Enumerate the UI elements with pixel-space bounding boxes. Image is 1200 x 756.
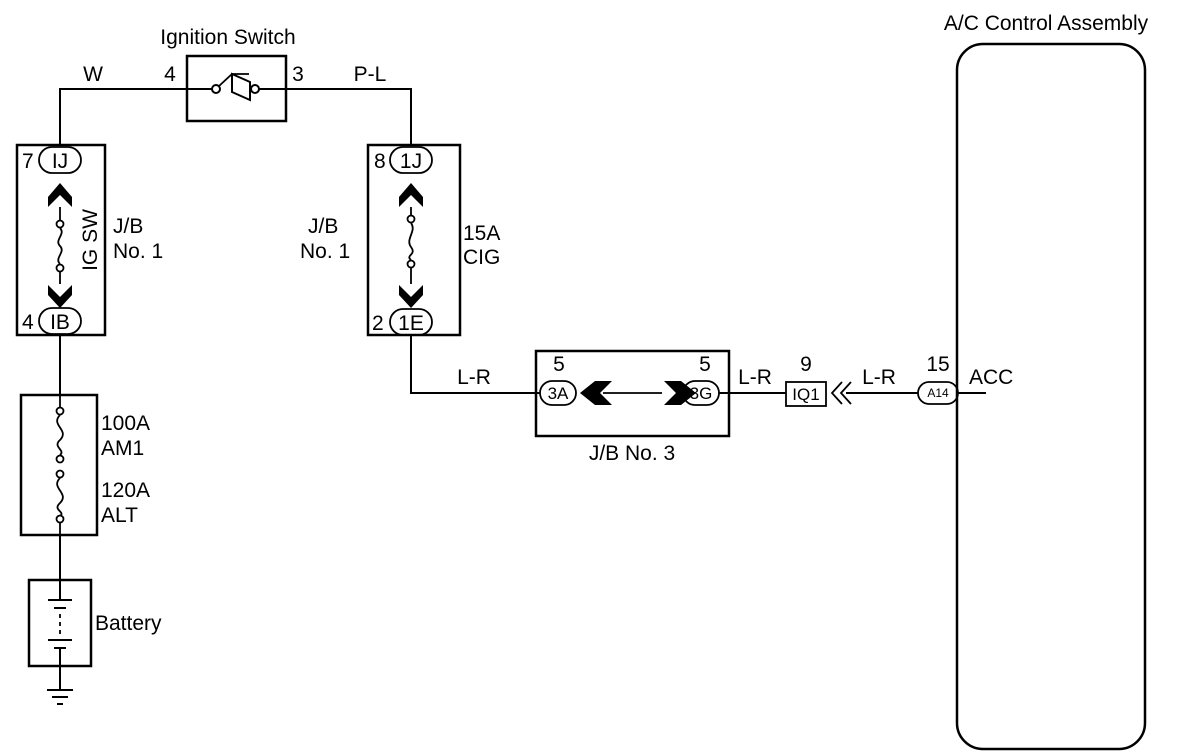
connector-a14 bbox=[917, 381, 959, 405]
connector-ib-label: IB bbox=[50, 311, 70, 334]
battery bbox=[27, 578, 93, 668]
iq1-box bbox=[785, 381, 827, 407]
fuse-ig-sw-label: IG SW bbox=[79, 209, 102, 271]
connector-3a-label: 3A bbox=[548, 384, 569, 403]
iq1-pin: 9 bbox=[800, 353, 812, 376]
connector-1j bbox=[389, 146, 433, 174]
connector-1e bbox=[389, 308, 433, 336]
iq1-label: IQ1 bbox=[792, 385, 819, 404]
connector-arrow-right-icon bbox=[664, 381, 696, 405]
jb1-right-label-1: J/B bbox=[308, 215, 338, 238]
wire-p-l bbox=[258, 88, 412, 145]
fuse-am1-name: AM1 bbox=[101, 437, 144, 460]
jb1-right-label-2: No. 1 bbox=[300, 240, 350, 263]
wire-color-w: W bbox=[83, 63, 103, 86]
jb1-right-bottom-pin: 2 bbox=[372, 312, 384, 335]
ac-pin-15: 15 bbox=[926, 353, 949, 376]
fusible-link-alt-icon bbox=[56, 477, 64, 517]
battery-label: Battery bbox=[95, 612, 162, 635]
connector-arrow-left-icon bbox=[580, 381, 612, 405]
ac-control-box bbox=[955, 42, 1147, 751]
fuse-terminal-icon bbox=[406, 259, 416, 269]
wire-color-l-r-3: L-R bbox=[862, 366, 896, 389]
connector-ij bbox=[38, 146, 82, 174]
ignition-pin-3: 3 bbox=[292, 63, 304, 86]
jb3-right-pin: 5 bbox=[699, 353, 711, 376]
switch-arm-icon bbox=[231, 72, 251, 102]
wire-color-l-r-2: L-R bbox=[738, 366, 772, 389]
ac-control-assembly: A/C Control Assembly 15 A14 ACC bbox=[917, 12, 1149, 751]
switch-contact-icon bbox=[211, 84, 221, 94]
connector-arrow-up-icon bbox=[399, 183, 423, 207]
fuse-alt-amp: 120A bbox=[101, 479, 150, 502]
iq1-chevron-icon bbox=[830, 381, 843, 405]
fuse-cig-name: CIG bbox=[463, 246, 500, 269]
connector-iq1: 9 IQ1 bbox=[785, 353, 852, 407]
connector-ib bbox=[38, 307, 82, 335]
fusible-links bbox=[19, 393, 99, 537]
fuse-terminal-icon bbox=[55, 469, 65, 479]
fuse-cig-amp: 15A bbox=[463, 222, 500, 245]
ground-icon bbox=[47, 689, 73, 705]
fuse-terminal-icon bbox=[55, 263, 65, 273]
jb1-left-label-1: J/B bbox=[113, 215, 143, 238]
acc-terminal-label: ACC bbox=[969, 366, 1013, 389]
jb3-box bbox=[534, 349, 731, 438]
ignition-switch-label: Ignition Switch bbox=[160, 26, 295, 49]
jb3-left-pin: 5 bbox=[553, 353, 565, 376]
fuse-terminal-icon bbox=[55, 514, 65, 524]
jb1-left-top-pin: 7 bbox=[22, 150, 34, 173]
connector-arrow-down-icon bbox=[48, 285, 72, 308]
connector-1j-label: 1J bbox=[400, 150, 422, 173]
fuse-terminal-icon bbox=[55, 406, 65, 416]
switch-contact-icon bbox=[250, 84, 260, 94]
fuse-terminal-icon bbox=[55, 219, 65, 229]
fuse-icon bbox=[57, 227, 63, 265]
jb3-label: J/B No. 3 bbox=[589, 442, 675, 465]
fuse-am1-amp: 100A bbox=[101, 412, 150, 435]
fuse-alt-name: ALT bbox=[101, 504, 138, 527]
jb1-right-top-pin: 8 bbox=[374, 150, 386, 173]
connector-arrow-up-icon bbox=[48, 183, 72, 207]
connector-3g-label: 3G bbox=[690, 384, 713, 403]
jb1-cig: 8 1J 2 1E bbox=[366, 143, 462, 337]
wire-l-r-1 bbox=[410, 336, 540, 394]
connector-1e-label: 1E bbox=[398, 312, 424, 335]
wire-w bbox=[59, 88, 213, 145]
fusible-link-am1-icon bbox=[56, 414, 64, 456]
ignition-switch-box bbox=[185, 54, 288, 123]
ac-control-label: A/C Control Assembly bbox=[944, 12, 1149, 35]
iq1-chevron-icon bbox=[839, 381, 852, 405]
wires bbox=[59, 88, 986, 690]
wire-color-l-r-1: L-R bbox=[457, 366, 491, 389]
fuse-icon bbox=[408, 222, 414, 261]
fuse-terminal-icon bbox=[55, 454, 65, 464]
wire-color-p-l: P-L bbox=[354, 63, 387, 86]
connector-3g bbox=[682, 380, 720, 406]
ignition-pin-4: 4 bbox=[164, 63, 176, 86]
jb1-left-bottom-pin: 4 bbox=[22, 311, 34, 334]
jb1-left-label-2: No. 1 bbox=[113, 240, 163, 263]
connector-ij-label: IJ bbox=[52, 150, 68, 173]
jb3: 5 3A 5 3G bbox=[534, 349, 731, 438]
connector-arrow-down-icon bbox=[399, 285, 423, 308]
ignition-switch: Ignition Switch 4 3 bbox=[160, 26, 304, 123]
fusible-link-box bbox=[19, 393, 99, 537]
connector-3a bbox=[539, 380, 577, 406]
fuse-terminal-icon bbox=[406, 214, 416, 224]
jb1-left-box bbox=[15, 143, 107, 337]
jb1-igsw: 7 IJ 4 IB IG SW bbox=[15, 143, 107, 337]
connector-a14-label: A14 bbox=[927, 386, 949, 400]
